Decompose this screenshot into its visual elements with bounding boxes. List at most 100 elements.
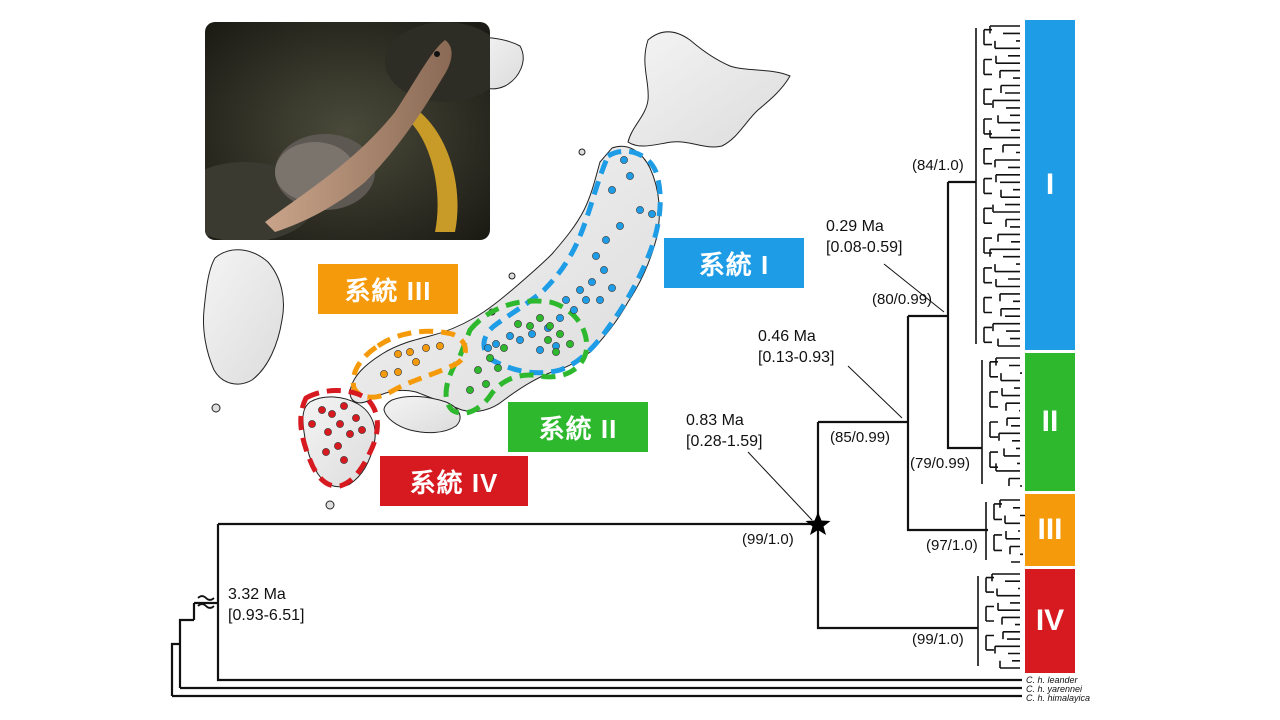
support-value: (79/0.99) (910, 455, 971, 472)
sample-point (596, 296, 604, 304)
sample-point (528, 330, 536, 338)
age-value: 0.83 Ma (686, 412, 744, 429)
sample-point (340, 402, 348, 410)
sample-point (616, 222, 624, 230)
terminal-branches (977, 573, 1020, 669)
sample-point (322, 448, 330, 456)
clade-II-terminals (981, 357, 1022, 487)
sample-point (556, 330, 564, 338)
age-annotation-top: 0.29 Ma [0.08-0.59] (826, 216, 903, 258)
outgroup-branch-himalayica (170, 642, 1022, 698)
sample-point (484, 344, 492, 352)
island (325, 500, 335, 510)
age-annotation-mid: 0.46 Ma [0.13-0.93] (758, 326, 835, 368)
lineage-label-IV: 系統 IV (380, 456, 528, 506)
sample-point (562, 296, 570, 304)
sample-points-lineage-III (380, 342, 444, 378)
sample-point (482, 380, 490, 388)
support-value: (99/1.0) (742, 531, 794, 548)
sample-point (556, 314, 564, 322)
sample-point (324, 428, 332, 436)
sample-point (544, 336, 552, 344)
outgroup-branch-leander (192, 601, 218, 620)
support-value: (97/1.0) (926, 537, 978, 554)
terminal-branches (975, 25, 1020, 347)
clade-box-III: III (1025, 494, 1075, 566)
shikoku (383, 395, 461, 434)
clade-box-II: II (1025, 353, 1075, 491)
sample-point (570, 306, 578, 314)
support-value: (84/1.0) (912, 157, 964, 174)
taxon-label-leander: C. h. leander (1026, 675, 1078, 685)
taxon-label-himalayica: C. h. himalayica (1026, 693, 1091, 703)
sample-point (380, 370, 388, 378)
specimen-photo (205, 22, 490, 240)
sample-point (636, 206, 644, 214)
sample-point (536, 346, 544, 354)
island (578, 148, 586, 156)
age-value: 0.29 Ma (826, 218, 884, 235)
terminal-branches (981, 357, 1022, 487)
sample-point (600, 266, 608, 274)
age-ci: [0.13-0.93] (758, 349, 835, 366)
range-outline-lineage-IV (298, 388, 380, 489)
support-value: (99/1.0) (912, 631, 964, 648)
sample-point (394, 368, 402, 376)
outgroup-branch-yarennei (178, 618, 1022, 690)
sample-point (334, 442, 342, 450)
sample-point (474, 366, 482, 374)
sample-point (602, 236, 610, 244)
break-marker-icon (197, 595, 215, 609)
clade-box-IV: IV (1025, 569, 1075, 673)
taxon-label-yarennei: C. h. yarennei (1026, 684, 1083, 694)
age-ci: [0.93-6.51] (228, 607, 305, 624)
clade-III-terminals (985, 499, 1026, 563)
sample-points-lineage-I (484, 156, 656, 354)
sample-point (358, 426, 366, 434)
sample-point (308, 420, 316, 428)
sample-point (328, 410, 336, 418)
sample-point (394, 350, 402, 358)
sample-point (576, 286, 584, 294)
sample-point (526, 322, 534, 330)
age-annotation-root: 3.32 Ma [0.93-6.51] (228, 584, 305, 626)
sample-point (352, 414, 360, 422)
sample-point (506, 332, 514, 340)
sample-point (648, 210, 656, 218)
sample-point (494, 364, 502, 372)
sample-point (514, 320, 522, 328)
star-node-icon (805, 512, 831, 535)
top-node-branch (946, 180, 982, 450)
sample-point (486, 354, 494, 362)
range-outline-lineage-I (481, 148, 663, 376)
lineage-label-II: 系統 II (508, 402, 648, 452)
sample-point (492, 340, 500, 348)
korea-landmass (203, 249, 284, 385)
sample-point (620, 156, 628, 164)
support-value: (85/0.99) (830, 429, 891, 446)
sample-point (318, 406, 326, 414)
clade-IV-terminals (977, 573, 1020, 669)
island (508, 272, 516, 280)
root-branch (216, 522, 1022, 682)
sample-point (516, 336, 524, 344)
leader-line-top (883, 263, 945, 313)
sample-point (346, 430, 354, 438)
sample-point (406, 348, 414, 356)
clade-I-terminals (975, 25, 1020, 347)
sample-point (626, 172, 634, 180)
island (211, 403, 221, 413)
age-annotation-star: 0.83 Ma [0.28-1.59] (686, 410, 763, 452)
clade-box-I: I (1025, 20, 1075, 350)
phylogenetic-tree (170, 180, 1022, 698)
leader-line-star (747, 451, 813, 521)
age-value: 0.46 Ma (758, 328, 816, 345)
range-outline-lineage-III (350, 328, 468, 400)
kyushu (302, 396, 376, 488)
age-ci: [0.28-1.59] (686, 433, 763, 450)
leader-line-mid (847, 365, 903, 419)
support-value: (80/0.99) (872, 291, 933, 308)
sample-points-lineage-IV (308, 402, 366, 464)
